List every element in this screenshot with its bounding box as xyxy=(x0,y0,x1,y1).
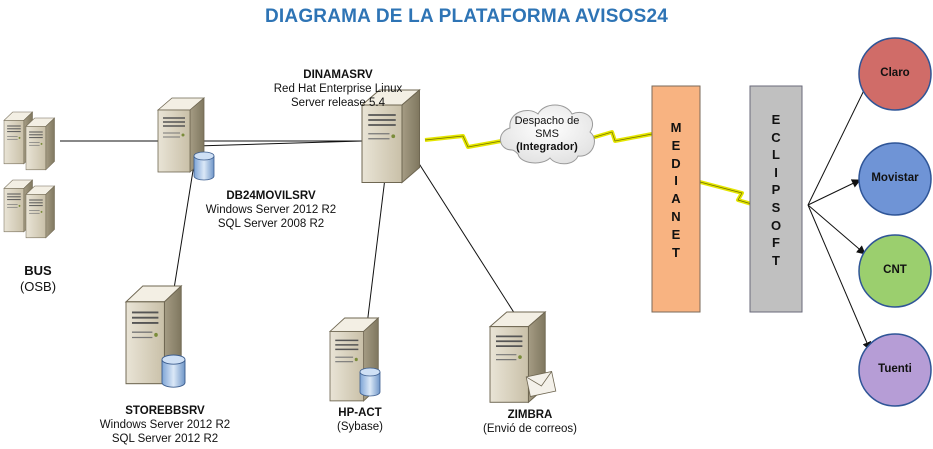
diagram-title: DIAGRAMA DE LA PLATAFORMA AVISOS24 xyxy=(265,6,668,27)
medianet-letter: I xyxy=(674,173,678,189)
eclipsoft-letter: T xyxy=(772,252,780,268)
cloud-line1: Despacho de xyxy=(514,115,580,127)
arrow-to-claro xyxy=(807,77,871,206)
storebbsrv-server-icon xyxy=(125,285,186,388)
carrier-cnt-label: CNT xyxy=(883,264,907,276)
carrier-movistar-label: Movistar xyxy=(871,172,919,184)
zimbra-sub: (Envió de correos) xyxy=(483,423,577,435)
dinamasrv-os: Red Hat Enterprise Linux xyxy=(273,83,403,95)
lightning-cloud-medianet-outline xyxy=(584,131,653,142)
carrier-tuenti-circle xyxy=(858,333,932,407)
bus-name: BUS xyxy=(24,263,52,278)
medianet-letter: A xyxy=(671,191,681,207)
dinamasrv-name: DINAMASRV xyxy=(303,69,373,81)
arrow-dinamasrv-zimbra xyxy=(417,161,521,323)
medianet-box xyxy=(651,85,701,313)
bus-label: BUS (OSB) xyxy=(10,263,66,295)
bus-sub: (OSB) xyxy=(19,279,57,294)
db24movilsrv-os: Windows Server 2012 R2 xyxy=(205,204,337,216)
lightning-cloud-medianet xyxy=(584,130,653,143)
eclipsoft-letter: S xyxy=(771,200,781,215)
cloud-line2: SMS xyxy=(535,128,559,140)
db24movilsrv-db: SQL Server 2008 R2 xyxy=(217,218,325,230)
dinamasrv-release: Server release 5.4 xyxy=(291,97,385,109)
medianet-letter: D xyxy=(671,155,681,171)
db24movilsrv-label: DB24MOVILSRV Windows Server 2012 R2 SQL … xyxy=(196,189,346,231)
medianet-letter: E xyxy=(671,137,681,153)
zimbra-name: ZIMBRA xyxy=(507,409,553,421)
zimbra-label: ZIMBRA (Envió de correos) xyxy=(470,408,590,436)
hpact-server-icon xyxy=(329,317,381,402)
cloud-line3: (Integrador) xyxy=(516,141,578,153)
storebbsrv-label: STOREBBSRV Windows Server 2012 R2 SQL Se… xyxy=(90,404,240,446)
medianet-letter: E xyxy=(671,226,681,242)
eclipsoft-letter: E xyxy=(771,112,781,127)
zimbra-server-icon xyxy=(489,311,557,404)
arrow-to-cnt xyxy=(807,204,866,255)
storebbsrv-os: Windows Server 2012 R2 xyxy=(99,419,231,431)
storebbsrv-name: STOREBBSRV xyxy=(125,405,205,417)
eclipsoft-letter: P xyxy=(771,182,781,198)
medianet-letter: N xyxy=(671,209,681,224)
eclipsoft-letter: L xyxy=(772,147,780,163)
sms-cloud-label: Despacho de SMS (Integrador) xyxy=(507,115,587,154)
eclipsoft-letter: C xyxy=(771,129,781,145)
eclipsoft-letter: O xyxy=(770,217,782,233)
carrier-claro-circle xyxy=(858,37,932,111)
storebbsrv-db: SQL Server 2012 R2 xyxy=(111,433,219,445)
medianet-letter: T xyxy=(672,244,680,260)
hpact-sub: (Sybase) xyxy=(336,421,384,433)
carrier-cnt-circle xyxy=(858,234,932,308)
arrow-to-db24 xyxy=(195,140,363,151)
medianet-letter: M xyxy=(670,120,682,135)
db24movilsrv-name: DB24MOVILSRV xyxy=(226,190,316,202)
hpact-name: HP-ACT xyxy=(338,407,382,419)
eclipsoft-letter: F xyxy=(772,235,780,251)
carrier-claro-label: Claro xyxy=(880,67,910,79)
dinamasrv-label: DINAMASRV Red Hat Enterprise Linux Serve… xyxy=(268,68,408,110)
eclipsoft-box xyxy=(749,85,803,313)
bus-server-icon xyxy=(3,111,56,239)
db24movilsrv-server-icon xyxy=(157,97,215,181)
carrier-tuenti-label: Tuenti xyxy=(878,363,912,375)
eclipsoft-letter: I xyxy=(774,164,778,180)
lightning-dinamasrv-cloud-outline xyxy=(424,135,508,148)
sms-cloud xyxy=(500,104,595,165)
mail-envelope-icon xyxy=(525,371,557,397)
hpact-label: HP-ACT (Sybase) xyxy=(320,406,400,434)
arrow-to-movistar xyxy=(807,179,861,206)
lightning-dinamasrv-cloud xyxy=(424,134,508,149)
arrow-to-tuenti xyxy=(807,204,871,351)
carrier-movistar-circle xyxy=(858,142,932,216)
